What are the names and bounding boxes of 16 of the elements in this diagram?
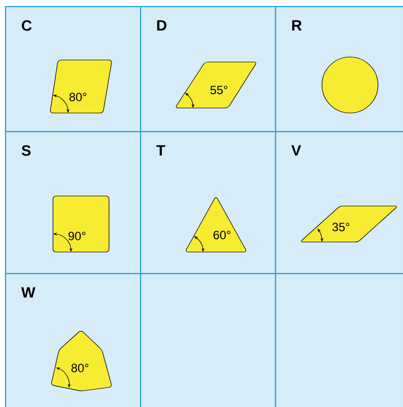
angle-label: 90° <box>68 232 86 240</box>
cell-letter: R <box>292 20 302 31</box>
angle-label: 80° <box>71 364 88 372</box>
cell-letter: D <box>157 20 166 31</box>
angle-label: 80° <box>69 92 86 102</box>
cell-letter: C <box>22 20 32 31</box>
round-insert <box>322 56 378 114</box>
cell-letter: T <box>156 145 166 156</box>
angle-label: 55° <box>210 86 228 94</box>
angle-label: 35° <box>332 222 350 232</box>
cell-letter: S <box>22 145 31 156</box>
cell-letter: V <box>291 145 302 156</box>
grid-cell <box>140 273 276 407</box>
grid-cell <box>275 273 403 407</box>
cell-letter: W <box>21 287 36 298</box>
angle-label: 60° <box>214 230 230 240</box>
